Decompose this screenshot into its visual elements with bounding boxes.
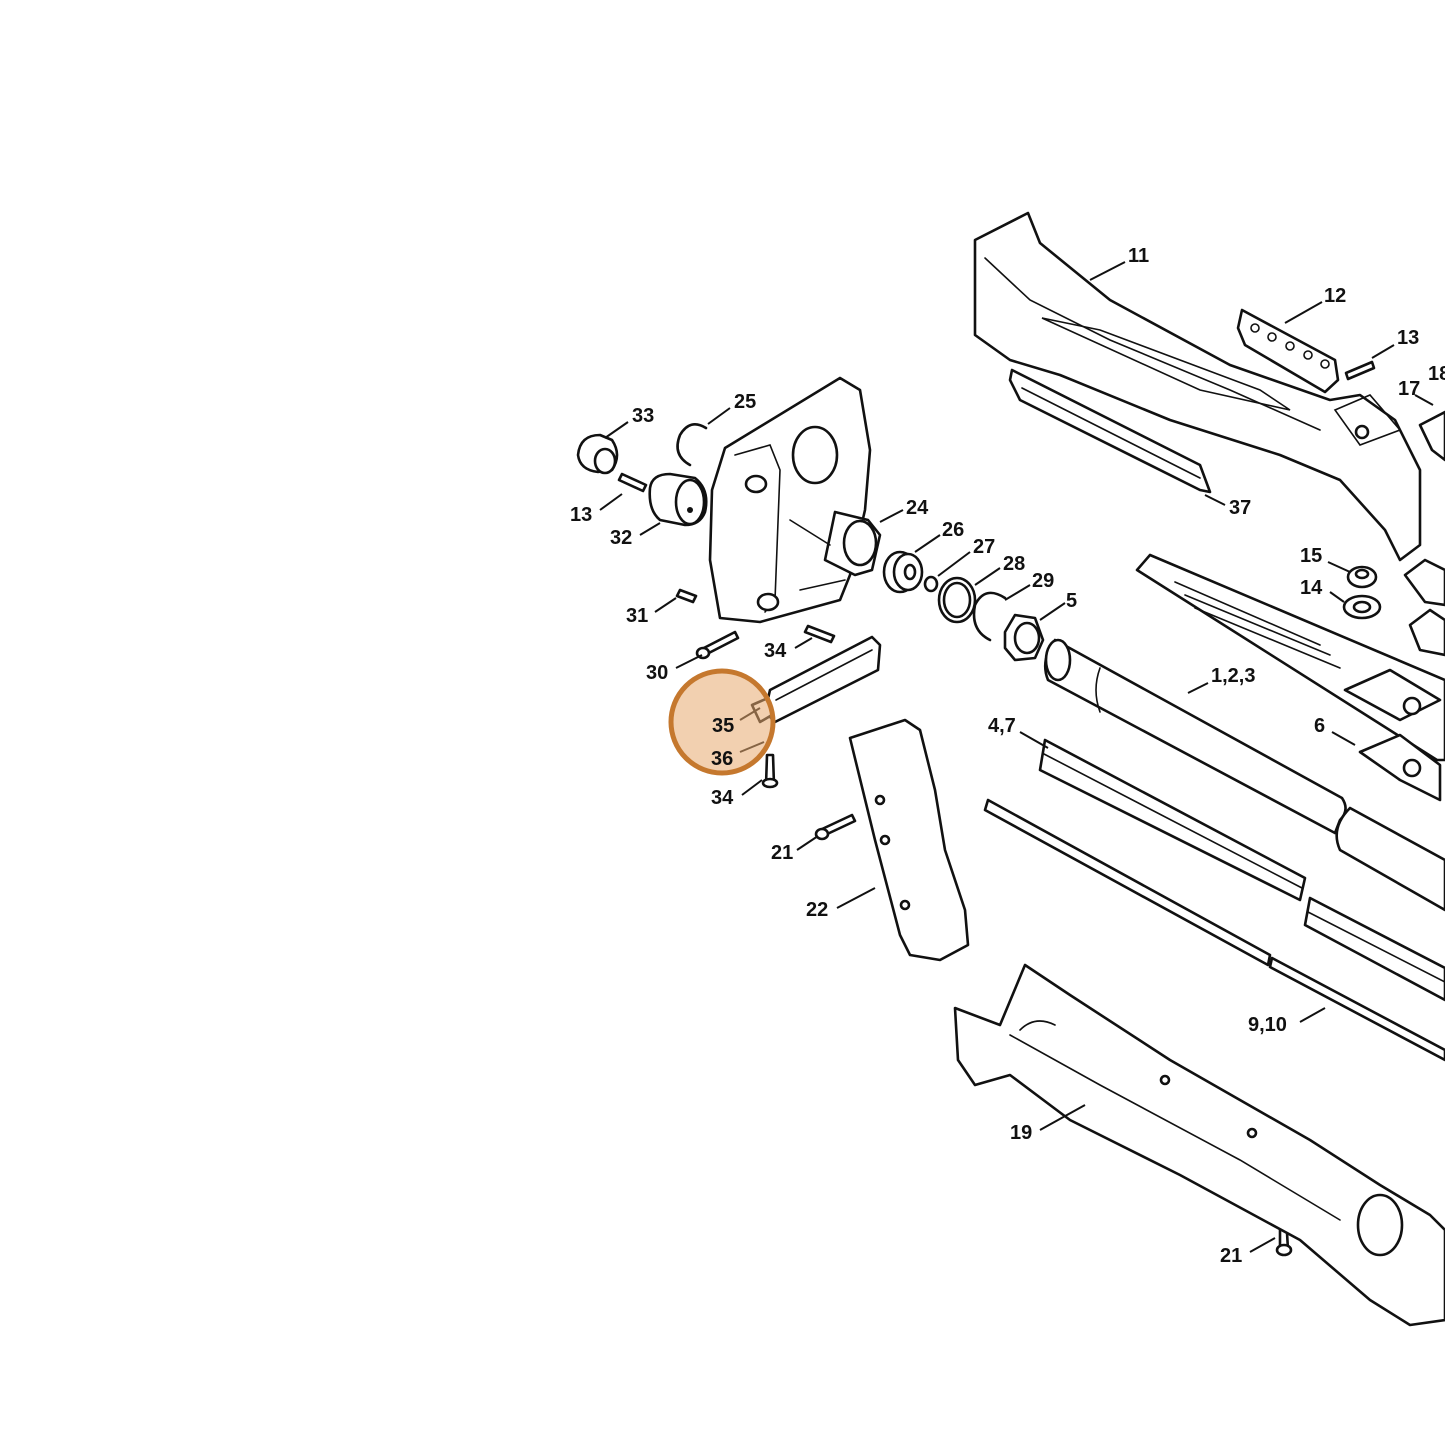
callout-labels: 11 12 13 18 17 37 33 25 13 32 24 26 27 2… [570, 245, 1445, 1267]
part-15-nut [1346, 565, 1378, 589]
callout-12: 12 [1324, 285, 1346, 307]
part-12-plate [1236, 308, 1340, 394]
callout-19: 19 [1010, 1122, 1032, 1144]
part-26-bearing [882, 550, 924, 594]
callout-6: 6 [1314, 715, 1325, 737]
callout-22: 22 [806, 899, 828, 921]
highlight-circle [668, 668, 776, 776]
callout-5: 5 [1066, 590, 1077, 612]
part-21-screw-left [814, 813, 857, 841]
callout-34-upper: 34 [764, 640, 787, 662]
part-19-lower-housing [953, 963, 1445, 1327]
part-37-strip [1008, 368, 1212, 494]
part-13-screw-left [617, 472, 648, 493]
part-30-screw [695, 630, 740, 660]
callout-30: 30 [646, 662, 668, 684]
callout-14: 14 [1300, 577, 1323, 599]
callout-37: 37 [1229, 497, 1251, 519]
callout-13-upper: 13 [1397, 327, 1419, 349]
part-34-screw-lower [761, 753, 779, 789]
callout-4-7: 4,7 [988, 715, 1016, 737]
part-1-2-3-drive-tube [1043, 638, 1445, 912]
leader-lines [599, 261, 1434, 1253]
callout-17: 17 [1398, 378, 1420, 400]
callout-9-10: 9,10 [1248, 1014, 1287, 1036]
part-11-upper-housing [973, 211, 1422, 562]
callout-28: 28 [1003, 553, 1025, 575]
callout-15: 15 [1300, 545, 1322, 567]
part-29-circlip [972, 591, 1007, 642]
part-6-decal [1135, 553, 1445, 802]
part-9-10-shaft [983, 798, 1445, 1062]
callout-11: 11 [1128, 245, 1149, 267]
callout-27: 27 [973, 536, 995, 558]
callout-31: 31 [626, 605, 648, 627]
part-4-7-liner [1038, 738, 1445, 1002]
callout-34-lower: 34 [711, 787, 734, 809]
part-25-circlip [676, 423, 708, 467]
part-5-coupling-nut [1003, 613, 1045, 662]
callout-1-2-3: 1,2,3 [1211, 665, 1255, 687]
callout-36: 36 [711, 748, 733, 770]
part-17-18-parts [1403, 410, 1445, 657]
part-14-lock-washer [1342, 594, 1382, 620]
part-13-screw-upper [1344, 360, 1376, 381]
callout-21-bottom: 21 [1220, 1245, 1242, 1267]
part-22-cover [848, 718, 970, 962]
callout-35: 35 [712, 715, 734, 737]
part-31-screw [675, 588, 698, 604]
callout-29: 29 [1032, 570, 1054, 592]
part-24-bracket-housing [708, 376, 882, 624]
part-28-washer [937, 576, 977, 624]
part-34-screw-upper [803, 624, 836, 644]
callout-13-left: 13 [570, 504, 592, 526]
callout-32: 32 [610, 527, 632, 549]
part-33-nut [576, 433, 619, 475]
callout-26: 26 [942, 519, 964, 541]
callout-33: 33 [632, 405, 654, 427]
callout-21-left: 21 [771, 842, 793, 864]
callout-24: 24 [906, 497, 929, 519]
callout-25: 25 [734, 391, 756, 413]
part-32-buffer [648, 472, 708, 527]
callout-18: 18 [1428, 363, 1445, 385]
part-27-ring [923, 575, 939, 593]
